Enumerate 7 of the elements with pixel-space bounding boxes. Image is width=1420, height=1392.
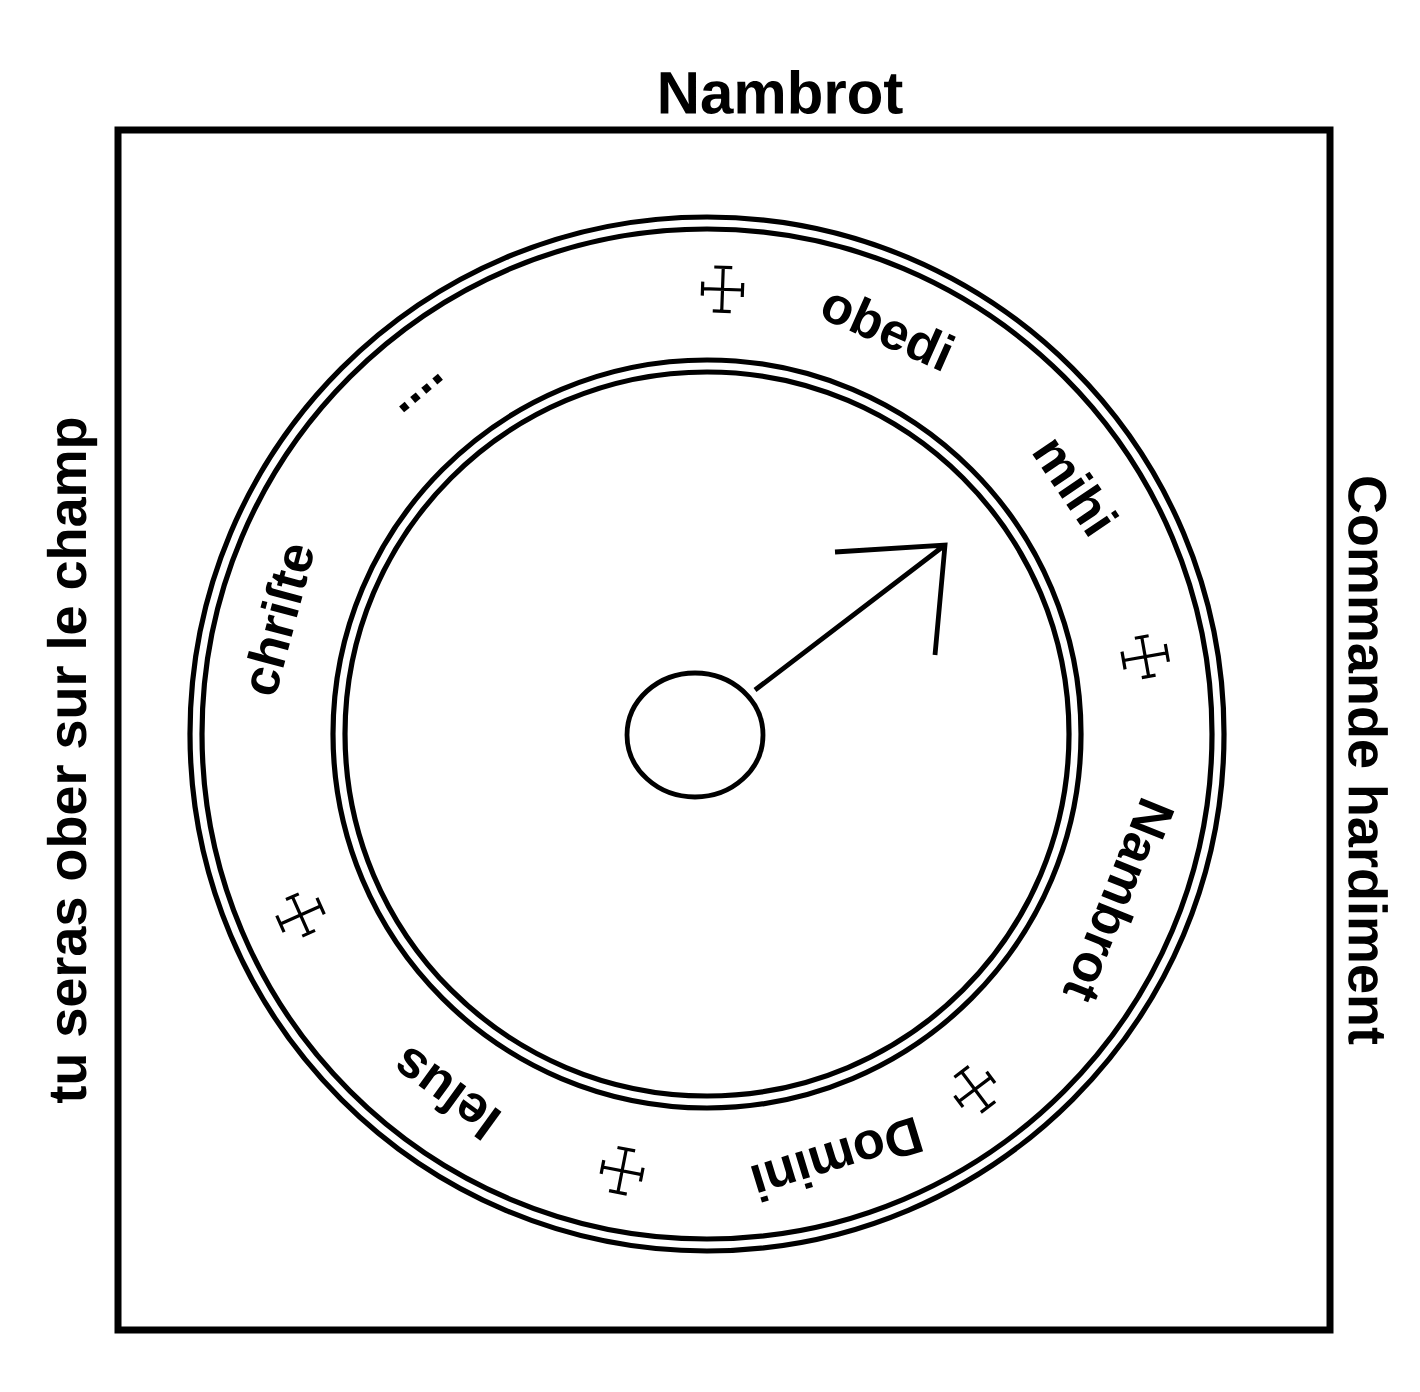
title: Nambrot xyxy=(660,69,903,114)
ring-text: .... xyxy=(399,373,443,413)
ring-text: obedi xyxy=(822,295,956,372)
ring-text: chriſte xyxy=(247,545,313,695)
ring-text: Domini xyxy=(750,1117,924,1203)
side-text: tu seras ober sur le champ xyxy=(46,418,98,1103)
side-text: Commande hardiment xyxy=(1348,477,1388,1045)
